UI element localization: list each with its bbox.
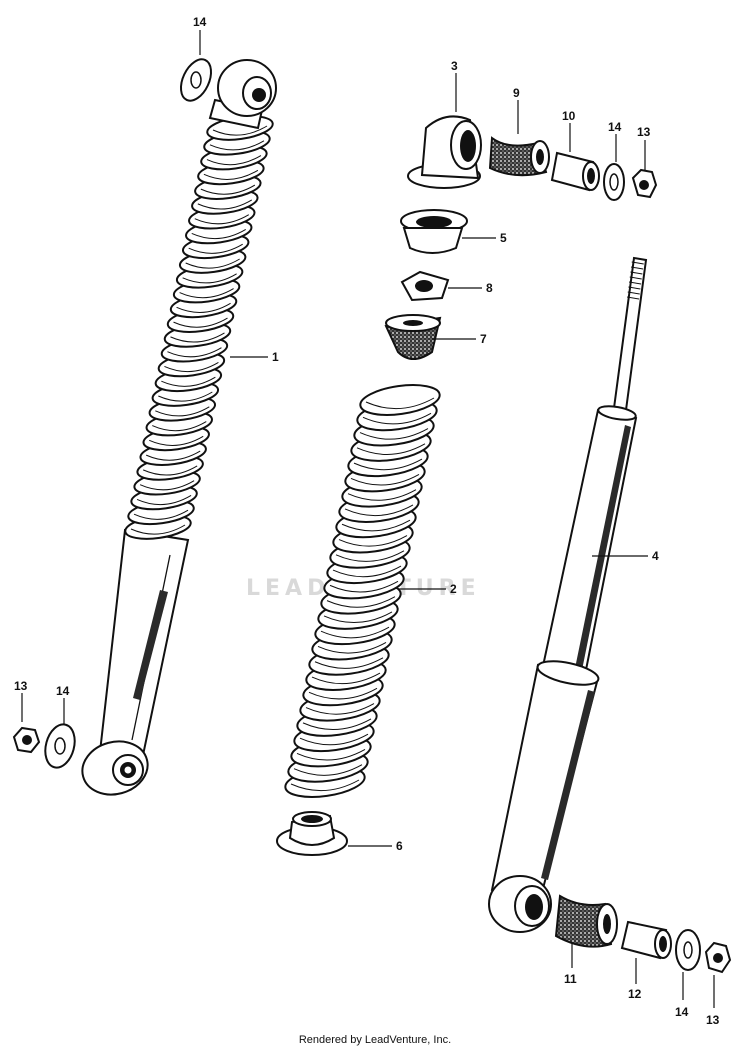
callout-14-lower-right: 14 [675,1005,689,1019]
nut [704,941,732,974]
stopper-plate [400,270,450,302]
callout-13-left: 13 [14,679,28,693]
nut [631,168,658,199]
shock-absorber-assembly [81,59,277,796]
rubber-stopper [384,314,442,360]
lower-eye [81,740,149,796]
callout-6: 6 [396,839,403,853]
washer [179,58,213,102]
collar-upper [550,151,600,192]
callout-14-left: 14 [56,684,70,698]
callout-14-top-left: 14 [193,15,207,29]
callout-9: 9 [513,86,520,100]
callout-5: 5 [500,231,507,245]
footer-credit: Rendered by LeadVenture, Inc. [298,1034,452,1046]
callout-10: 10 [562,109,576,123]
callout-3: 3 [451,59,458,73]
rubber-bushing-upper [488,136,550,177]
leader-lines [21,30,715,1008]
spring [284,384,441,798]
spring-seat-lower [276,811,348,856]
callout-12: 12 [628,987,642,1001]
callout-11: 11 [564,972,577,986]
callout-13-lower-right: 13 [706,1013,720,1027]
callout-7: 7 [480,332,487,346]
upper-mount [407,115,482,189]
spring-seat-upper [400,209,468,254]
callout-4: 4 [652,549,659,563]
callout-1: 1 [272,350,279,364]
rubber-bushing-lower [554,894,618,948]
washer [675,929,701,971]
upper-eye [208,59,277,130]
damper-unit [488,256,648,933]
callout-8: 8 [486,281,493,295]
washer [44,723,76,769]
collar-lower [620,920,672,960]
callout-2: 2 [450,582,457,596]
nut [12,726,41,754]
callout-14-upper-right: 14 [608,120,622,134]
shock-spring-coils [124,115,274,540]
callout-labels: 14 1 2 3 4 5 6 7 8 9 10 11 12 13 14 13 1… [14,15,720,1027]
washer [603,163,625,201]
callout-13-upper-right: 13 [637,125,651,139]
